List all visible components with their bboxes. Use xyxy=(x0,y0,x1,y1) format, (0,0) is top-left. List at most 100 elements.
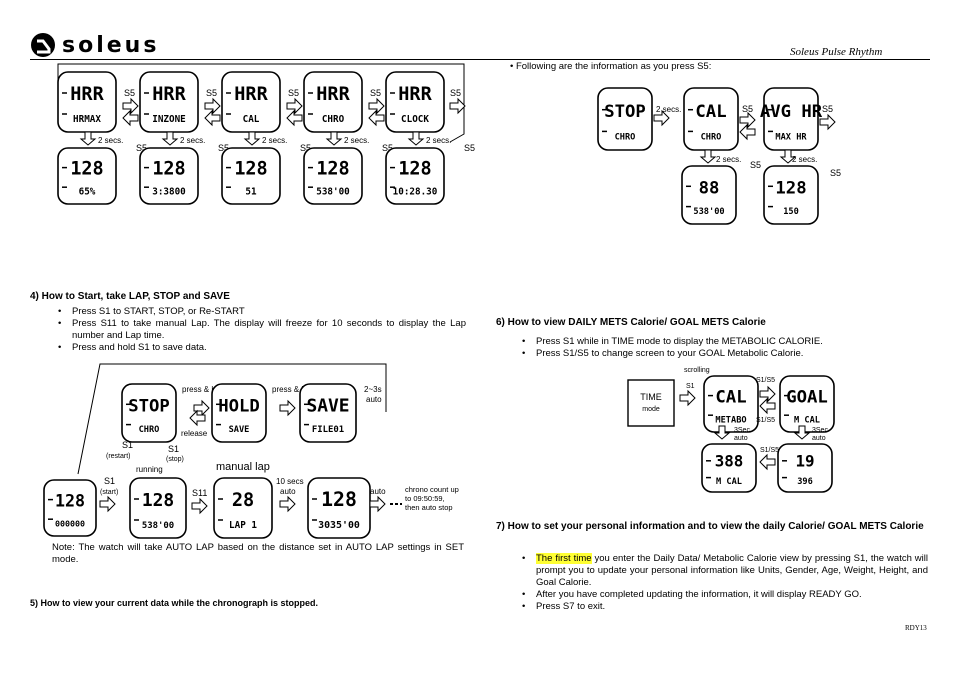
label-s5: S5 xyxy=(464,143,475,153)
lcd-line1: 128 xyxy=(234,158,267,179)
section4-heading: 4) How to Start, take LAP, STOP and SAVE xyxy=(30,291,230,302)
section7-heading: 7) How to set your personal information … xyxy=(496,521,924,532)
lcd-frame xyxy=(129,477,187,539)
arrow-right-icon xyxy=(679,389,696,407)
label-manual-lap: manual lap xyxy=(216,461,270,473)
label-two-secs: 2 secs. xyxy=(180,136,205,145)
arrow-right-icon xyxy=(191,497,208,515)
arrow-right-icon xyxy=(653,109,670,127)
list-item: Press S1 while in TIME mode to display t… xyxy=(514,336,934,348)
label-auto: auto xyxy=(366,395,382,404)
lcd-screen-top: HRR INZONE xyxy=(139,71,199,133)
arrow-right-icon xyxy=(122,97,139,115)
section4-bullets: Press S1 to START, STOP, or Re-START Pre… xyxy=(50,306,466,354)
list-item: After you have completed updating the in… xyxy=(514,589,928,601)
lcd-line1: 128 xyxy=(55,491,85,510)
label-restart: (restart) xyxy=(106,453,131,460)
lcd-frame xyxy=(597,87,653,151)
lcd-line2: 65% xyxy=(79,186,96,197)
lcd-line2: 150 xyxy=(783,207,799,217)
lcd-line1: 388 xyxy=(715,452,744,471)
list-item: Press S1/S5 to change screen to your GOA… xyxy=(514,348,934,360)
label-auto: auto xyxy=(812,435,826,442)
arrow-down-icon xyxy=(713,425,731,440)
arrow-right-icon xyxy=(369,495,386,513)
lcd-line2: METABO xyxy=(715,415,746,425)
lcd-line2: 538'00 xyxy=(316,186,350,197)
lcd-line2: CHRO xyxy=(701,132,722,142)
lcd-line2: SAVE xyxy=(229,425,250,435)
lcd-line1: HRR xyxy=(234,84,268,105)
label-s1: S1 xyxy=(686,383,695,390)
arrow-left-icon xyxy=(204,109,221,127)
lcd-line2: HRMAX xyxy=(73,114,101,125)
lcd-line2: CAL xyxy=(243,114,260,125)
arrow-down-icon xyxy=(779,149,797,164)
footer-code: RDY13 xyxy=(905,624,927,632)
lcd-frame xyxy=(763,165,819,225)
lcd-line1: 128 xyxy=(316,158,349,179)
time-mode-frame xyxy=(627,379,675,427)
lcd-line2: CHRO xyxy=(615,132,636,142)
label-s1: S1 xyxy=(168,444,179,454)
loop-line xyxy=(57,63,465,143)
label-s5: S5 xyxy=(370,88,381,98)
label-stop: (stop) xyxy=(166,456,184,463)
arrow-left-icon xyxy=(759,453,776,471)
section6-heading: 6) How to view DAILY METS Calorie/ GOAL … xyxy=(496,317,766,328)
section7-bullets: The first time you enter the Daily Data/… xyxy=(514,553,928,613)
label-s5: S5 xyxy=(300,143,311,153)
label-release: release xyxy=(181,429,208,438)
label-ten-secs: 10 secs xyxy=(276,477,304,486)
lcd-line2: CHRO xyxy=(322,114,345,125)
label-s1s5: S1/S5 xyxy=(756,417,775,424)
label-s1: S1 xyxy=(104,476,115,486)
lcd-line1: STOP xyxy=(604,102,646,122)
arrow-right-icon xyxy=(99,495,116,513)
lcd-line2: 538'00 xyxy=(693,207,724,217)
arrow-right-icon xyxy=(279,495,296,513)
product-name: Soleus Pulse Rhythm xyxy=(790,46,883,58)
diagram-mets-calorie: TIMEmodescrollingS1CALMETABOS1/S5S1/S5GO… xyxy=(627,367,835,493)
arrow-down-icon xyxy=(161,131,179,146)
label-two-secs: 2 secs. xyxy=(426,136,451,145)
arrow-down-icon xyxy=(325,131,343,146)
label-two-secs: 2 secs. xyxy=(98,136,123,145)
lcd-line2: INZONE xyxy=(152,114,185,125)
lcd-line2: 396 xyxy=(797,477,813,487)
lcd-line1: CAL xyxy=(715,387,746,407)
lcd-frame xyxy=(211,383,267,443)
label-s1: S1 xyxy=(122,440,133,450)
section6-bullets: Press S1 while in TIME mode to display t… xyxy=(514,336,934,360)
label-s5: S5 xyxy=(822,104,833,114)
label-three-sec: 3Sec xyxy=(812,427,828,434)
list-item: Press and hold S1 to save data. xyxy=(50,342,466,354)
arrow-left-icon xyxy=(368,109,385,127)
lcd-line2: M CAL xyxy=(794,415,820,425)
lcd-screen-metabo: CAL METABO xyxy=(703,375,759,433)
lcd-line1: HRR xyxy=(316,84,350,105)
lcd-line1: HRR xyxy=(152,84,186,105)
lcd-frame xyxy=(221,147,281,205)
frame-line xyxy=(77,363,387,475)
lcd-frame xyxy=(57,147,117,205)
label-s5: S5 xyxy=(124,88,135,98)
label-two-secs: 2 secs. xyxy=(344,136,369,145)
lcd-frame xyxy=(43,479,97,537)
lcd-screen-hr: AVG HRMAX HR xyxy=(760,87,823,151)
arrow-right-icon xyxy=(819,113,836,131)
